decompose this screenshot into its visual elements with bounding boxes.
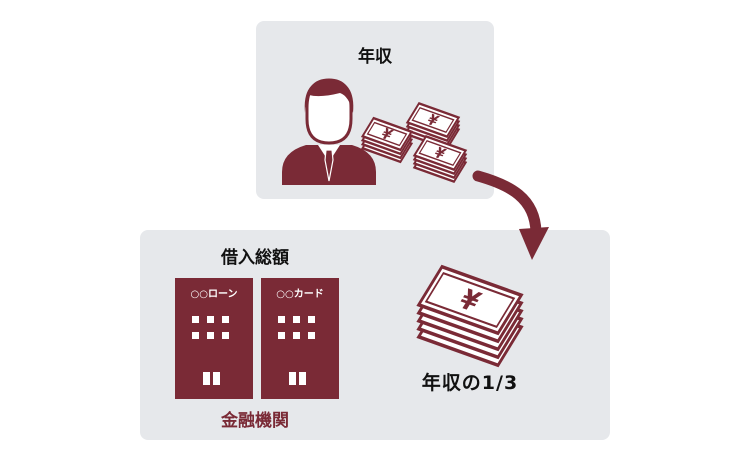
building-window [293,332,300,339]
building-window [207,332,214,339]
building-window [207,316,214,323]
building-window [192,316,199,323]
building-window [308,332,315,339]
building-window [192,332,199,339]
building-window [293,316,300,323]
financial-institutions-label: 金融機関 [221,411,289,431]
building-door [299,372,306,385]
lender-building-loan: ○○ローン [175,278,253,399]
businessman-icon [282,78,376,185]
building-window [278,316,285,323]
building-door [203,372,210,385]
annual-income-title: 年収 [358,47,392,67]
building-window [308,316,315,323]
yen-bills-large-stack-icon: ¥ [416,264,524,368]
building-window [278,332,285,339]
building-door [289,372,296,385]
total-borrowing-title: 借入総額 [221,248,289,268]
building-window [222,332,229,339]
lender-building-card: ○○カード [261,278,339,399]
income-limit-label: 年収の1/3 [421,372,519,394]
building-door [213,372,220,385]
curved-arrow-icon [472,170,549,260]
building-window [222,316,229,323]
yen-bills-stack-icon: ¥¥¥ [360,101,468,184]
lender-name-card: ○○カード [276,289,324,300]
lender-name-loan: ○○ローン [190,289,238,300]
